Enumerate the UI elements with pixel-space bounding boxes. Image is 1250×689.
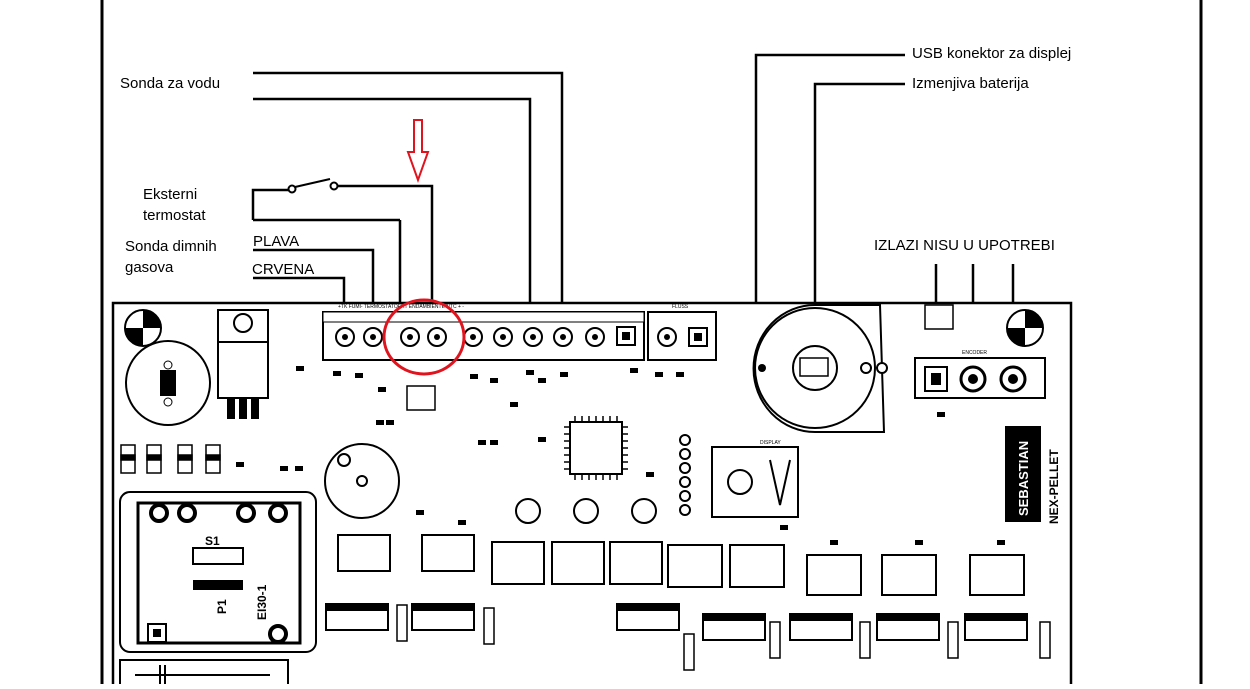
encoder-connector[interactable] xyxy=(914,357,1046,399)
label-s1: S1 xyxy=(205,534,220,548)
switch-icon xyxy=(287,178,339,194)
label-sonda-dimnih-2: gasova xyxy=(125,259,174,276)
label-p1: P1 xyxy=(215,599,229,614)
fuse-resistors xyxy=(396,604,1051,671)
display-label: DISPLAY xyxy=(760,440,781,446)
flussi-terminal[interactable] xyxy=(647,311,717,361)
label-eksterni-2: termostat xyxy=(143,207,206,224)
microcontroller-chip xyxy=(564,416,628,480)
brand-name: SEBASTIAN xyxy=(1016,441,1031,516)
label-sonda-dimnih-1: Sonda dimnih xyxy=(125,238,217,255)
terminal-block[interactable] xyxy=(322,311,645,361)
arrow-down-icon xyxy=(406,119,430,183)
header-pins xyxy=(679,434,691,516)
label-plava: PLAVA xyxy=(253,233,299,250)
transistor-row xyxy=(325,603,1028,641)
label-sonda-za-vodu: Sonda za vodu xyxy=(120,75,220,92)
small-ic-top xyxy=(406,304,954,411)
relay-row xyxy=(337,534,1025,596)
flussi-label: FLUSS xyxy=(672,304,689,310)
capacitor-c2 xyxy=(324,443,400,519)
brand-block xyxy=(1005,426,1041,522)
label-eksterni-1: Eksterni xyxy=(143,186,197,203)
usb-display-connector[interactable] xyxy=(711,446,799,518)
label-izlazi-nisu-u-upotrebi: IZLAZI NISU U UPOTREBI xyxy=(874,237,1055,254)
logo-icon-right xyxy=(1006,309,1044,347)
label-crvena: CRVENA xyxy=(252,261,314,278)
transformer xyxy=(119,491,317,653)
diodes-row xyxy=(120,444,221,474)
label-ei30: EI30-1 xyxy=(255,584,269,620)
highlight-ellipse xyxy=(382,298,466,376)
label-usb-konektor: USB konektor za displej xyxy=(912,45,1071,62)
label-izmenjiva-baterija: Izmenjiva baterija xyxy=(912,75,1029,92)
bottom-left-block xyxy=(119,659,289,689)
logo-icon-left xyxy=(124,309,162,347)
encoder-label: ENCODER xyxy=(962,350,987,356)
voltage-regulator xyxy=(217,309,269,419)
battery-holder xyxy=(752,304,888,433)
capacitor-c1 xyxy=(125,340,211,426)
small-capacitors xyxy=(515,498,657,524)
model-name: NEX-PELLET xyxy=(1047,449,1061,524)
smd-components xyxy=(236,366,1005,545)
